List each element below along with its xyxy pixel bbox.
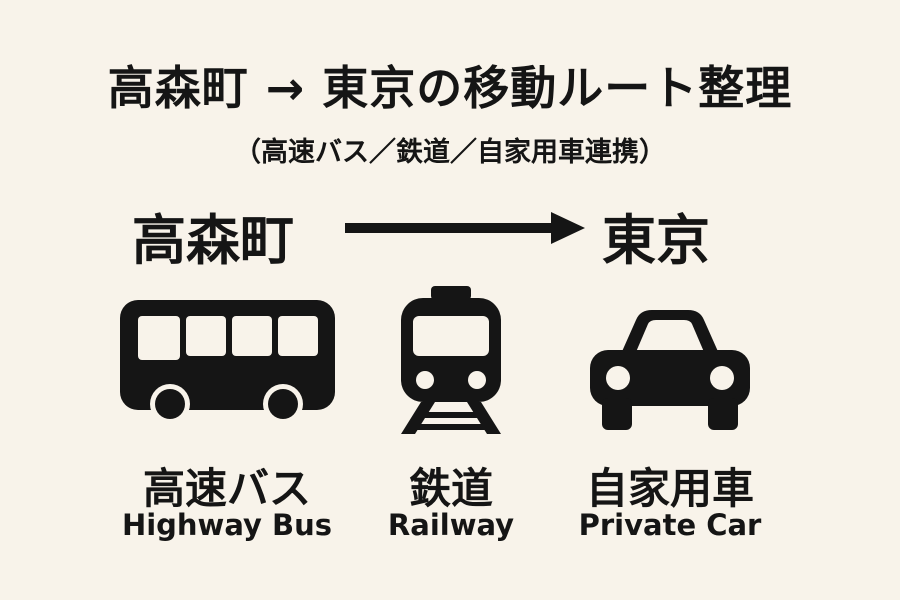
mode-label-car-en: Private Car <box>578 508 762 542</box>
mode-label-train-en: Railway <box>387 508 515 542</box>
train-icon <box>401 286 501 434</box>
mode-label-car-ja: 自家用車 <box>585 464 754 513</box>
car-icon <box>590 310 750 430</box>
route-destination-label: 東京 <box>602 209 710 272</box>
mode-label-bus-ja: 高速バス <box>142 464 311 513</box>
page-subtitle: （高速バス／鉄道／自家用車連携） <box>234 137 666 168</box>
route-origin-label: 高森町 <box>132 209 294 272</box>
right-arrow-icon <box>345 212 585 244</box>
mode-label-bus-en: Highway Bus <box>121 508 333 542</box>
bus-icon <box>120 300 335 424</box>
page-title: 高森町 → 東京の移動ルート整理 <box>107 61 793 115</box>
mode-label-train-ja: 鉄道 <box>408 464 493 513</box>
